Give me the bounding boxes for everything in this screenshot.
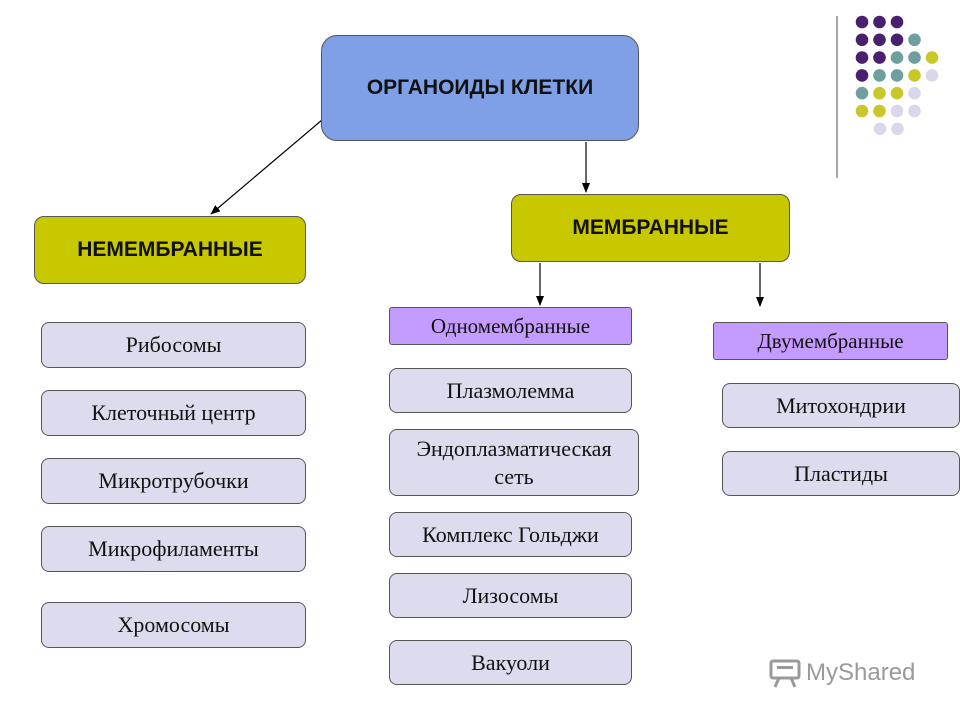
single-membrane-item: Плазмолемма [389,368,632,413]
decorative-dot [873,33,886,47]
decorative-dot [855,51,869,64]
decorative-dot [908,33,921,47]
decorative-dot [890,33,904,47]
watermark-text: MyShared [806,659,916,686]
double-membrane-item: Митохондрии [722,383,960,428]
nonmembrane-category: НЕМЕМБРАННЫЕ [34,216,306,284]
decorative-dot [925,69,939,82]
nonmembrane-item: Микротрубочки [41,458,306,504]
decorative-dot [890,86,904,100]
decorative-dot [873,86,886,100]
decorative-dot [908,51,921,64]
decorative-dot [873,69,886,82]
decorative-dot [908,104,921,118]
double-membrane-item: Пластиды [722,451,960,496]
decorative-dot [873,51,886,64]
decorative-dot [908,69,921,82]
decorative-dot [855,69,869,82]
decorative-dot [890,104,904,118]
watermark-logo: MyShared [768,656,915,690]
decorative-dot [925,51,939,64]
decorative-dot [908,86,921,100]
single-membrane-item: Лизосомы [389,573,632,618]
decorative-dot [855,86,869,100]
nonmembrane-item: Клеточный центр [41,390,306,436]
decorative-dot [891,122,904,136]
decorative-dot [890,15,904,29]
decorative-dot [855,104,869,118]
decorative-dot [890,51,904,64]
decorative-dot [873,122,887,136]
decorative-dot [855,15,869,29]
presentation-board-icon [769,659,801,688]
membrane-category: МЕМБРАННЫЕ [511,194,790,262]
arrow-root-to-nonmembrane [210,119,323,215]
nonmembrane-item: Хромосомы [41,602,306,648]
single-membrane-subcategory: Одномембранные [389,307,632,345]
decorative-dot [890,69,904,82]
nonmembrane-item: Микрофиламенты [41,526,306,572]
nonmembrane-item: Рибосомы [41,322,306,368]
decorative-dot [873,104,886,118]
double-membrane-subcategory: Двумембранные [713,322,948,360]
decorative-dot [873,15,886,29]
root-node: ОРГАНОИДЫ КЛЕТКИ [321,35,639,141]
single-membrane-item: Комплекс Гольджи [389,512,632,557]
decorative-dot [855,33,869,47]
single-membrane-item: Вакуоли [389,640,632,685]
single-membrane-item: Эндоплазматическая сеть [389,429,639,496]
